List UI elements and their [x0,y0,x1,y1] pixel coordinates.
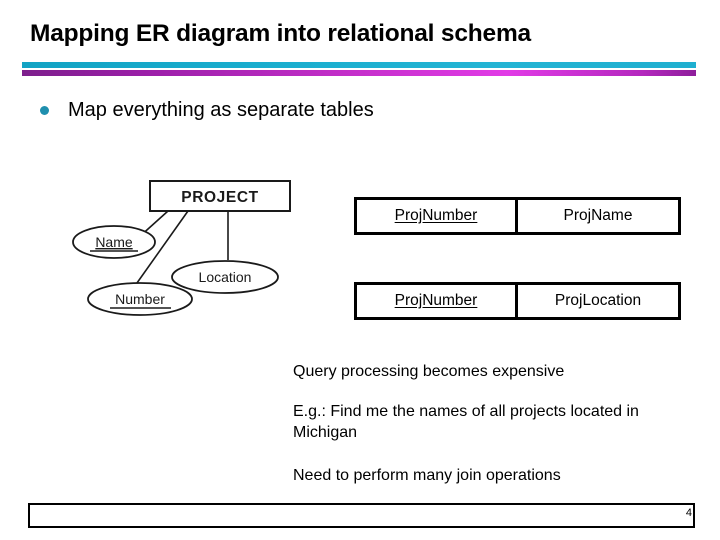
er-attribute-location-ellipse [171,260,279,294]
er-entity-project-label: PROJECT [181,189,258,206]
bullet-item: Map everything as separate tables [40,96,660,126]
table-2-header-projlocation: ProjLocation [518,285,678,317]
table-1-header-projname: ProjName [518,200,678,232]
er-attribute-name-ellipse [72,225,156,259]
project-name-table: ProjNumber ProjName [354,197,681,235]
bullet-dot-icon [40,106,49,115]
note-example-query: E.g.: Find me the names of all projects … [293,403,639,441]
page-title: Mapping ER diagram into relational schem… [30,20,531,47]
er-diagram: PROJECT Name Location Number [60,168,320,328]
er-attribute-name-label: Name [95,234,133,250]
er-attribute-location-label: Location [199,269,252,285]
divider-bar-cyan [22,62,696,68]
divider-bar-magenta [22,70,696,76]
footer-box [28,503,695,528]
project-location-table: ProjNumber ProjLocation [354,282,681,320]
table-1-col-1-label: ProjName [563,207,633,224]
note-query-processing: Query processing becomes expensive [293,363,565,380]
table-1-header-projnumber: ProjNumber [357,200,518,232]
table-2-col-0-label: ProjNumber [394,292,478,309]
table-2-col-1-label: ProjLocation [554,292,642,309]
note-join-operations: Need to perform many join operations [293,467,561,484]
page-number: 4 [685,507,692,519]
table-2-header-projnumber: ProjNumber [357,285,518,317]
er-entity-project-box [149,180,291,212]
er-attribute-number-ellipse [87,282,193,316]
bullet-item-label: Map everything as separate tables [68,99,374,121]
er-attribute-number-label: Number [115,291,165,307]
table-1-col-0-label: ProjNumber [394,207,478,224]
